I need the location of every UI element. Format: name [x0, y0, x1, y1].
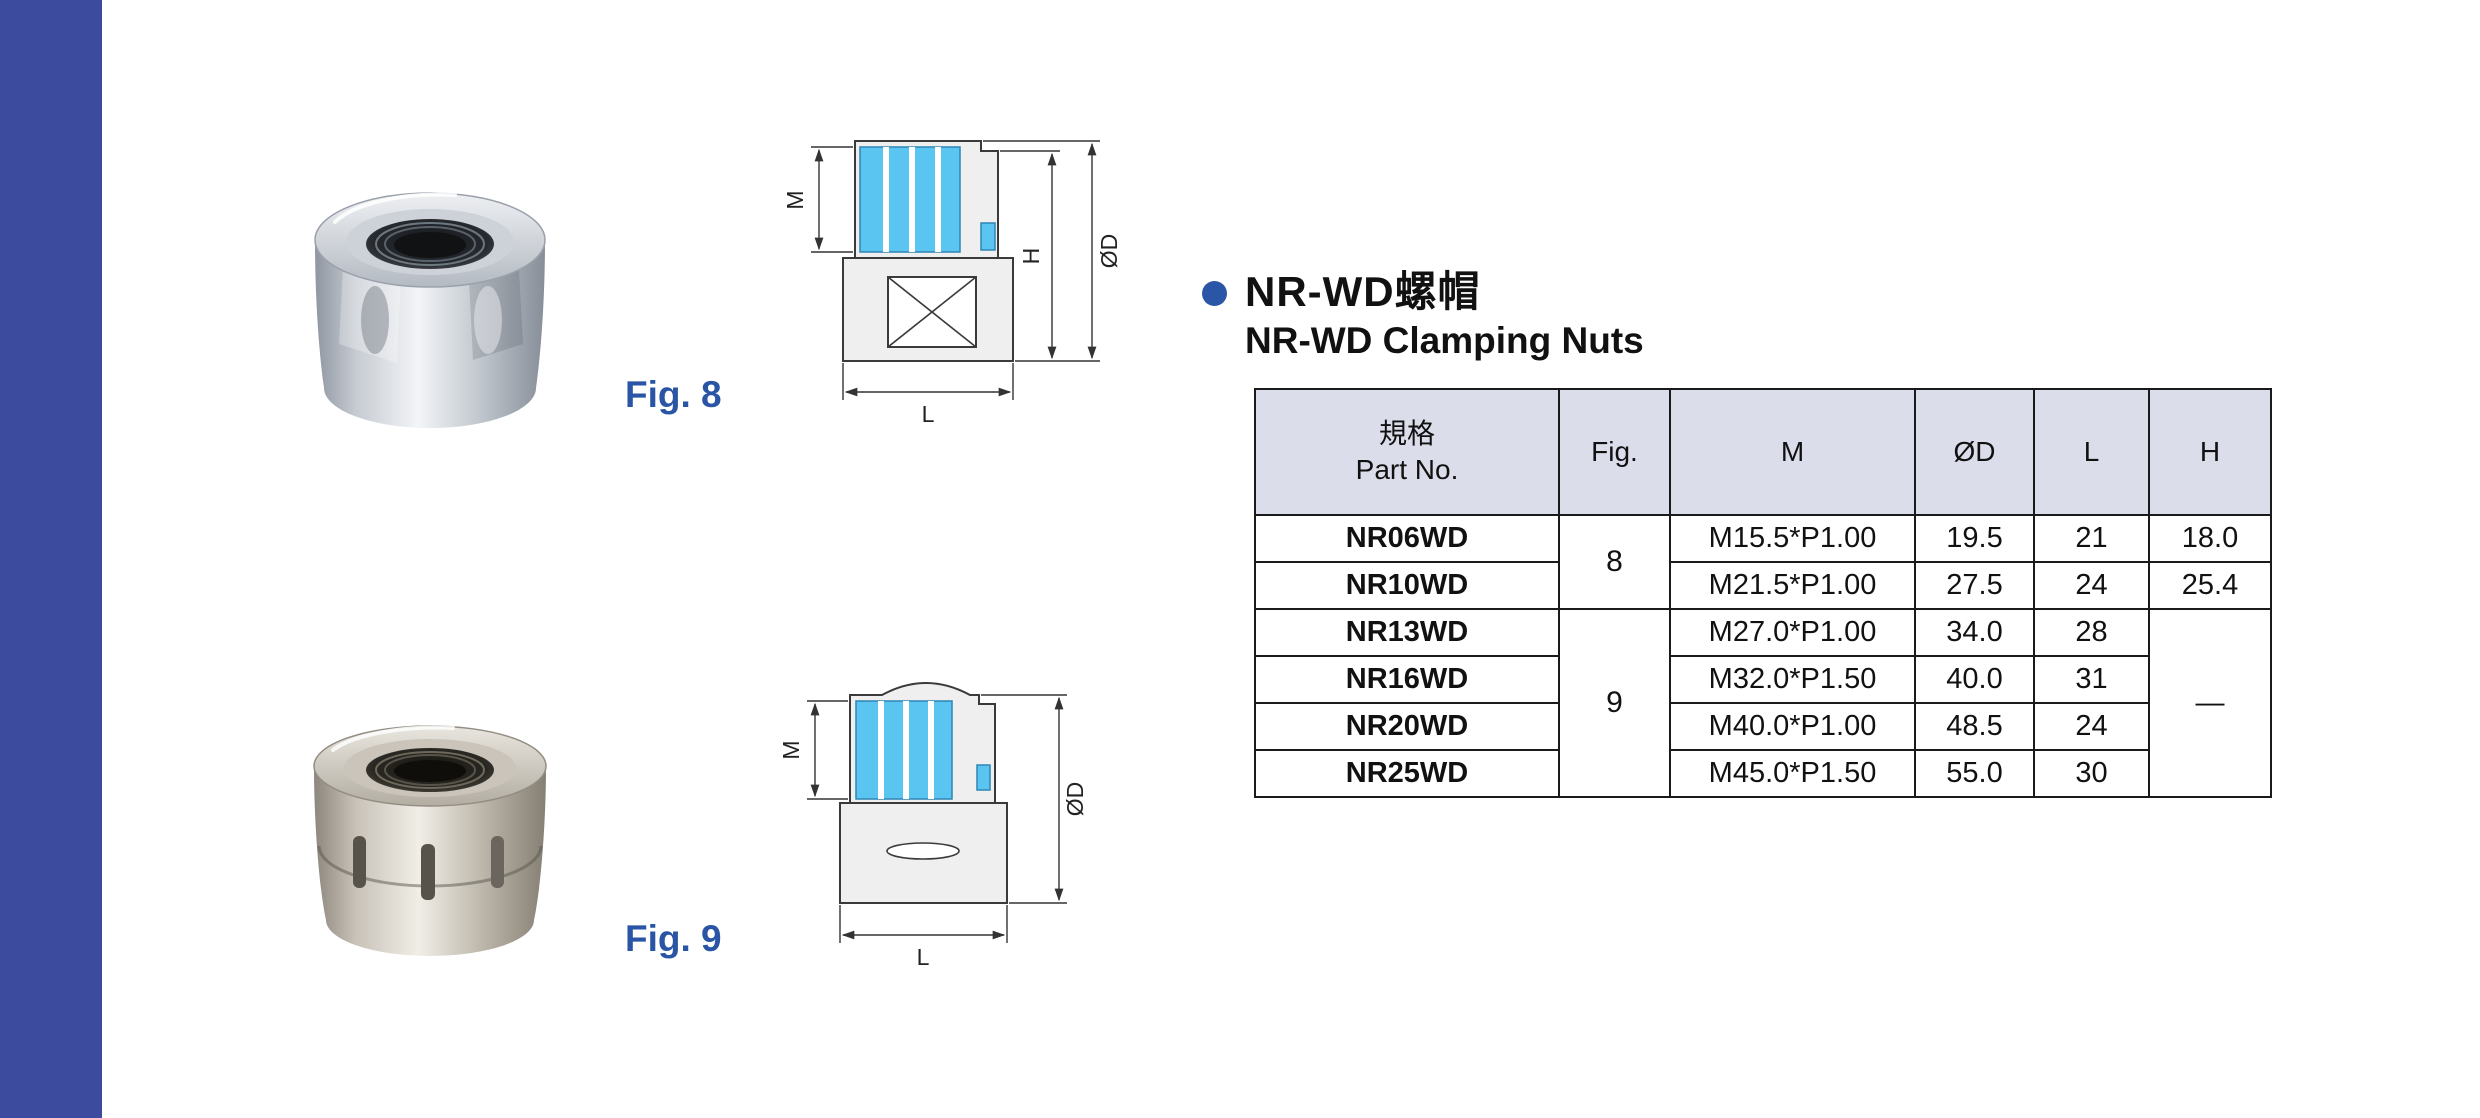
header-row: 規格 Part No. Fig. M ØD L H — [1254, 388, 2272, 516]
dim-m-label: M — [778, 740, 804, 759]
l-cell: 28 — [2033, 608, 2150, 657]
left-accent-bar — [0, 0, 102, 1118]
nut-top-face — [314, 192, 546, 288]
part-no-cell: NR06WD — [1254, 514, 1560, 563]
h-cell: 25.4 — [2148, 561, 2272, 610]
dim-l-label: L — [922, 401, 935, 427]
nut-top-face — [313, 725, 547, 807]
m-cell: M27.0*P1.00 — [1669, 608, 1916, 657]
part-no-cell: NR10WD — [1254, 561, 1560, 610]
od-cell: 40.0 — [1914, 655, 2035, 704]
col-header-od: ØD — [1914, 388, 2035, 516]
col-header-l: L — [2033, 388, 2150, 516]
section-titles: NR-WD螺帽 NR-WD Clamping Nuts — [1245, 268, 1644, 362]
h-cell: 18.0 — [2148, 514, 2272, 563]
dimension-lines — [811, 140, 1100, 400]
l-cell: 24 — [2033, 561, 2150, 610]
m-cell: M40.0*P1.00 — [1669, 702, 1916, 751]
fig9-label: Fig. 9 — [625, 918, 722, 959]
col-header-part-no: 規格 Part No. — [1254, 388, 1560, 516]
fig-group-8-cell: 8 — [1558, 514, 1671, 610]
dim-od-label: ØD — [1096, 234, 1122, 269]
table-row: NR20WD M40.0*P1.00 48.5 24 — [1254, 702, 2271, 751]
col-header-h: H — [2148, 388, 2272, 516]
section-detail-xbox — [887, 276, 977, 348]
h-merged-cell: — — [2148, 608, 2272, 798]
od-cell: 34.0 — [1914, 608, 2035, 657]
dim-h-label: H — [1018, 248, 1044, 265]
table-row: NR25WD M45.0*P1.50 55.0 30 — [1254, 749, 2271, 798]
od-cell: 27.5 — [1914, 561, 2035, 610]
od-cell: 55.0 — [1914, 749, 2035, 798]
bullet-icon — [1202, 281, 1227, 306]
l-cell: 24 — [2033, 702, 2150, 751]
m-cell: M15.5*P1.00 — [1669, 514, 1916, 563]
fig8-drawing: M H ØD L — [782, 140, 1122, 427]
nut-body — [314, 766, 546, 956]
section-detail-slot — [886, 842, 960, 860]
spec-table: 規格 Part No. Fig. M ØD L H NR06WD 8 M15.5… — [1254, 388, 2272, 798]
table-row: NR06WD 8 M15.5*P1.00 19.5 21 18.0 — [1254, 514, 2272, 610]
part-no-cell: NR16WD — [1254, 655, 1560, 704]
col-header-m: M — [1669, 388, 1916, 516]
col-header-fig: Fig. — [1558, 388, 1671, 516]
dim-od-label: ØD — [1062, 782, 1088, 817]
dim-l-label: L — [917, 944, 930, 970]
part-no-cell: NR20WD — [1254, 702, 1560, 751]
l-cell: 21 — [2033, 514, 2150, 563]
nut-body — [315, 240, 545, 428]
fig8-product-photo — [314, 192, 546, 428]
thread-highlight — [855, 700, 991, 800]
part-no-cell: NR25WD — [1254, 749, 1560, 798]
dimension-lines — [807, 694, 1067, 943]
l-cell: 31 — [2033, 655, 2150, 704]
part-no-cell: NR13WD — [1254, 608, 1560, 657]
thread-highlight — [859, 146, 996, 253]
od-cell: 19.5 — [1914, 514, 2035, 563]
table-row: NR16WD M32.0*P1.50 40.0 31 — [1254, 655, 2271, 704]
m-cell: M32.0*P1.50 — [1669, 655, 1916, 704]
col-header-part-no-en: Part No. — [1355, 454, 1459, 485]
dim-m-label: M — [782, 190, 808, 209]
section-title-zh: NR-WD螺帽 — [1245, 268, 1481, 315]
section-title-block: NR-WD螺帽 NR-WD Clamping Nuts — [1202, 268, 1644, 362]
fig9-drawing: M ØD L — [778, 682, 1088, 970]
dimension-labels: M H ØD L — [782, 190, 1122, 427]
fig9-product-photo — [313, 725, 547, 956]
table-row: NR10WD M21.5*P1.00 27.5 24 25.4 — [1254, 561, 2272, 610]
l-cell: 30 — [2033, 749, 2150, 798]
fig8-label: Fig. 8 — [625, 374, 722, 415]
dimension-labels: M ØD L — [778, 740, 1088, 970]
section-title-en: NR-WD Clamping Nuts — [1245, 320, 1644, 362]
table-row: NR13WD 9 M27.0*P1.00 34.0 28 — — [1254, 608, 2272, 798]
col-header-part-no-zh: 規格 — [1378, 417, 1435, 449]
fig-group-9-cell: 9 — [1558, 608, 1671, 798]
m-cell: M45.0*P1.50 — [1669, 749, 1916, 798]
m-cell: M21.5*P1.00 — [1669, 561, 1916, 610]
od-cell: 48.5 — [1914, 702, 2035, 751]
